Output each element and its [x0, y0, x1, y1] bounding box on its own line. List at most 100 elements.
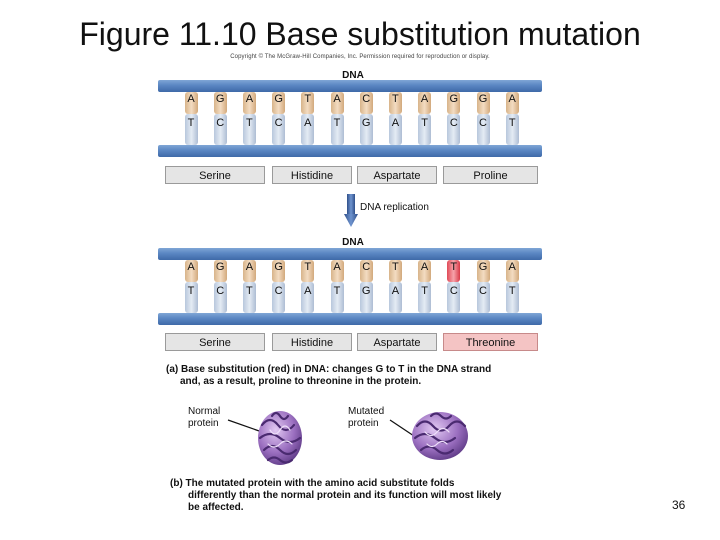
codon-histidine: Histidine: [272, 333, 352, 351]
base-top: G: [478, 93, 488, 105]
base-rung-top: [505, 260, 519, 282]
dna-strand-top: [158, 248, 542, 260]
base-top: T: [304, 261, 312, 273]
base-bottom: C: [274, 117, 283, 129]
base-top: G: [274, 93, 283, 105]
codon-aspartate: Aspartate: [357, 166, 437, 184]
base-top: A: [333, 261, 341, 273]
mutated-label-line1: Mutated: [348, 406, 385, 417]
base-rung-top: [359, 92, 373, 114]
codon-aspartate: Aspartate: [357, 333, 437, 351]
dna-replication-label: DNA replication: [360, 202, 429, 213]
base-bottom: T: [333, 285, 341, 297]
base-rung-bottom: [184, 282, 198, 313]
base-rung-top: [272, 260, 286, 282]
base-rung-top: [447, 92, 461, 114]
base-top: T: [304, 93, 312, 105]
base-bottom: T: [246, 117, 253, 129]
base-rung-top: [388, 260, 402, 282]
caption-b-line1: (b) The mutated protein with the amino a…: [170, 478, 455, 489]
base-rung-bottom: [418, 114, 432, 145]
dna-strand-bottom: [158, 313, 542, 325]
normal-protein-label: Normal protein: [188, 406, 220, 430]
base-rung-top: [330, 260, 344, 282]
base-rung-bottom: [476, 282, 490, 313]
base-rung-bottom: [301, 282, 315, 313]
base-bottom: A: [391, 285, 400, 297]
dna-label: DNA: [342, 70, 364, 81]
base-rung-top: [301, 92, 315, 114]
base-top: A: [245, 93, 254, 105]
base-top: A: [333, 93, 341, 105]
base-rung-bottom: [242, 114, 256, 145]
base-rung-bottom: [447, 114, 461, 145]
base-rung-top: [476, 260, 490, 282]
base-top: T: [392, 261, 399, 273]
base-top: T: [392, 93, 399, 105]
base-rung-bottom: [359, 282, 373, 313]
base-rung-top: [418, 260, 432, 282]
base-top: A: [420, 93, 429, 105]
copyright-notice: Copyright © The McGraw-Hill Companies, I…: [230, 54, 490, 60]
base-rung-top: [213, 260, 227, 282]
base-rung-bottom: [388, 282, 402, 313]
codon-proline: Proline: [443, 166, 538, 184]
base-rung-bottom: [242, 282, 256, 313]
base-top: A: [420, 261, 429, 273]
base-bottom: T: [246, 285, 253, 297]
codon-serine: Serine: [165, 333, 265, 351]
base-top: A: [187, 261, 195, 273]
base-rung-bottom: [330, 114, 344, 145]
mutated-protein-label: Mutated protein: [348, 406, 384, 430]
base-bottom: A: [304, 285, 312, 297]
base-top: G: [215, 93, 225, 105]
base-top: A: [245, 261, 254, 273]
caption-a-line2: and, as a result, proline to threonine i…: [180, 376, 422, 387]
caption-b-line2: differently than the normal protein and …: [188, 490, 502, 501]
base-rung-bottom: [330, 282, 344, 313]
base-rung-bottom: [272, 114, 286, 145]
base-top: G: [449, 93, 459, 105]
base-rung-bottom: [418, 282, 432, 313]
base-rung-top: [476, 92, 490, 114]
base-rung-top: [184, 260, 198, 282]
normal-protein-image: [258, 411, 302, 465]
base-top: G: [274, 261, 283, 273]
base-bottom: C: [449, 285, 458, 297]
dna-strand-bottom: [158, 145, 542, 157]
page-number: 36: [672, 498, 686, 512]
base-top: A: [508, 261, 516, 273]
base-bottom: T: [187, 117, 195, 129]
base-top: C: [362, 93, 371, 105]
base-bottom: C: [274, 285, 283, 297]
caption-a-line1: (a) Base substitution (red) in DNA: chan…: [166, 364, 492, 375]
base-bottom: G: [361, 285, 371, 297]
base-bottom: A: [304, 117, 312, 129]
base-rung-top: [213, 92, 227, 114]
base-top: T: [450, 261, 458, 273]
base-top: A: [508, 93, 516, 105]
base-rung-top: [242, 260, 256, 282]
base-top: G: [478, 261, 488, 273]
base-top: G: [215, 261, 225, 273]
base-rung-top: [418, 92, 432, 114]
base-rung-bottom: [213, 114, 227, 145]
base-rung-top: [505, 92, 519, 114]
base-bottom: T: [421, 117, 428, 129]
base-rung-bottom: [301, 114, 315, 145]
codon-threonine: Threonine: [443, 333, 538, 351]
normal-label-line1: Normal: [188, 406, 221, 417]
base-top: C: [362, 261, 371, 273]
base-rung-bottom: [388, 114, 402, 145]
base-rung-bottom: [447, 282, 461, 313]
base-rung-top: [330, 92, 344, 114]
base-bottom: T: [421, 285, 428, 297]
base-bottom: T: [333, 117, 341, 129]
slide-title: Figure 11.10 Base substitution mutation: [79, 16, 641, 52]
base-bottom: C: [479, 285, 487, 297]
base-rung-top: [301, 260, 315, 282]
codon-serine: Serine: [165, 166, 265, 184]
base-rung-top: [184, 92, 198, 114]
base-bottom: T: [508, 117, 516, 129]
